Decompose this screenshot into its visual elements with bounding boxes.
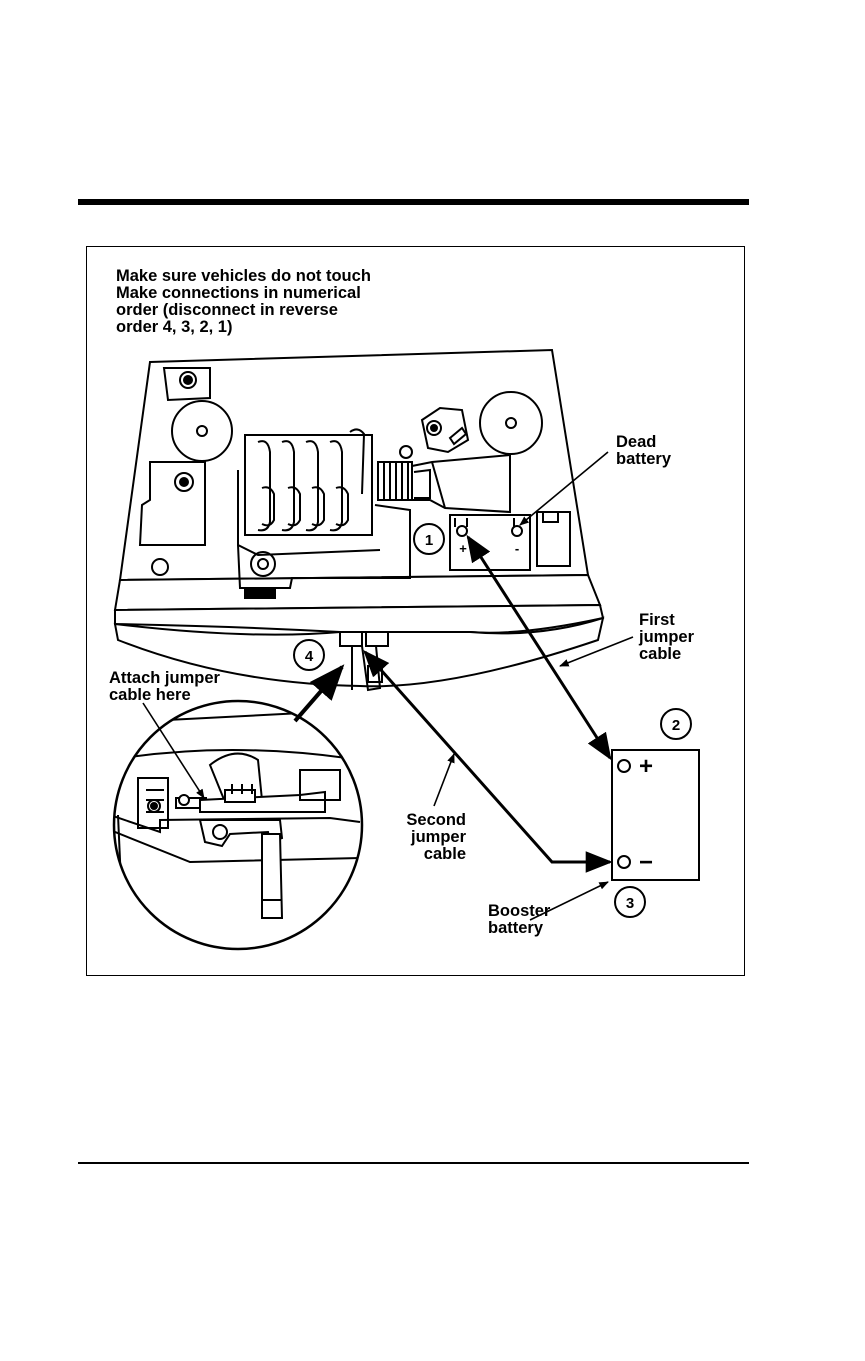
dead-battery-plus: + xyxy=(459,541,467,556)
instruction-line: order (disconnect in reverse xyxy=(116,302,371,319)
first-jumper-cable-label: First jumper cable xyxy=(639,612,694,663)
booster-battery-label: Booster battery xyxy=(488,903,550,937)
bottom-rule xyxy=(78,1162,749,1164)
dead-battery-minus: - xyxy=(515,541,519,556)
step-2: 2 xyxy=(661,709,691,739)
step-4: 4 xyxy=(294,640,324,670)
step-3-number: 3 xyxy=(626,895,634,912)
instruction-line: order 4, 3, 2, 1) xyxy=(116,319,371,336)
magnified-inset xyxy=(110,701,362,949)
step-4-number: 4 xyxy=(305,648,314,665)
dead-battery-label: Dead battery xyxy=(616,434,671,468)
step-1: 1 xyxy=(414,524,444,554)
second-jumper-cable-label: Second jumper cable xyxy=(396,812,466,863)
booster-battery-plus: + xyxy=(639,753,653,780)
instruction-line: Make sure vehicles do not touch xyxy=(116,268,371,285)
step-1-number: 1 xyxy=(425,532,433,549)
instructions: Make sure vehicles do not touch Make con… xyxy=(116,268,371,336)
attach-here-label: Attach jumper cable here xyxy=(109,670,220,704)
instruction-line: Make connections in numerical xyxy=(116,285,371,302)
step-3: 3 xyxy=(615,887,645,917)
booster-battery-minus: − xyxy=(639,849,653,876)
booster-battery xyxy=(612,750,699,880)
step-2-number: 2 xyxy=(672,717,680,734)
